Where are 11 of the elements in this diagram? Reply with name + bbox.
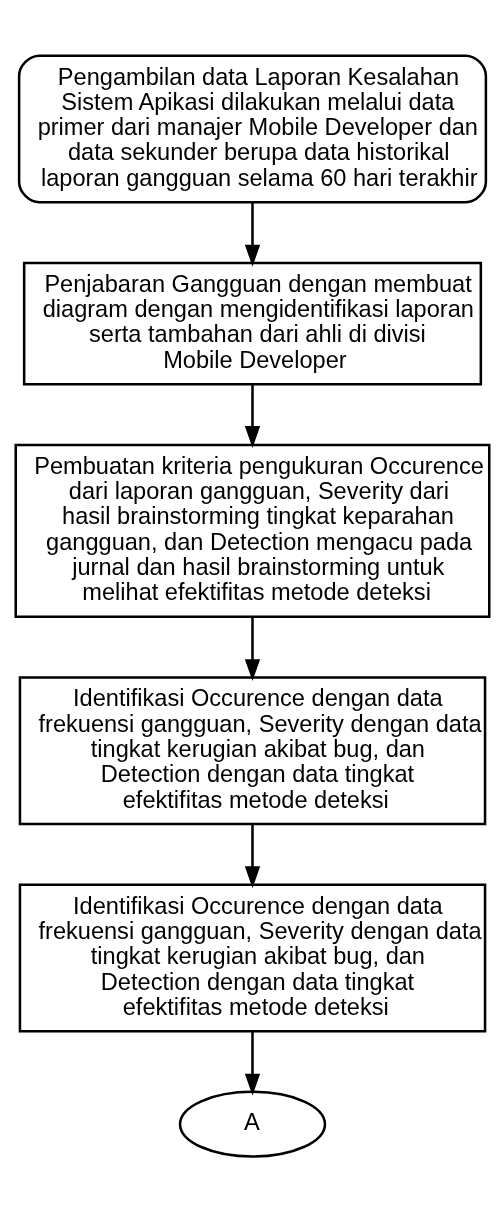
- node-box: Identifikasi Occurence dengan data frekuensi gangguan, Severity dengan data tingkat kerugian akibat bug, dan Detection dengan data tingkat efektifitas metode deteksi: [18, 883, 486, 1033]
- node-ellipse: A: [178, 1090, 326, 1158]
- node-box: Pengambilan data Laporan Kesalahan Sistem Apikasi dilakukan melalui data primer dari manajer Mobile Developer dan data sekunder berupa data historikal laporan gangguan selama 60 hari terakhir: [17, 54, 487, 204]
- arrow: [244, 616, 260, 682]
- node-box: Penjabaran Gangguan dengan membuat diagram dengan mengidentifikasi laporan serta tambahan dari ahli di divisi Mobile Developer: [22, 261, 482, 386]
- node-box: Pembuatan kriteria pengukuran Occurence dari laporan gangguan, Severity dari hasil brainstorming tingkat keparahan gangguan, dan Detection mengacu pada jurnal dan hasil brainstorming untuk melihat efektifitas metode deteksi: [13, 443, 491, 619]
- arrow: [244, 824, 260, 889]
- arrow: [244, 384, 260, 448]
- arrow: [244, 1031, 260, 1096]
- arrow: [244, 202, 260, 267]
- node-box: Identifikasi Occurence dengan data frekuensi gangguan, Severity dengan data tingkat kerugian akibat bug, dan Detection dengan data tingkat efektifitas metode deteksi: [18, 676, 486, 826]
